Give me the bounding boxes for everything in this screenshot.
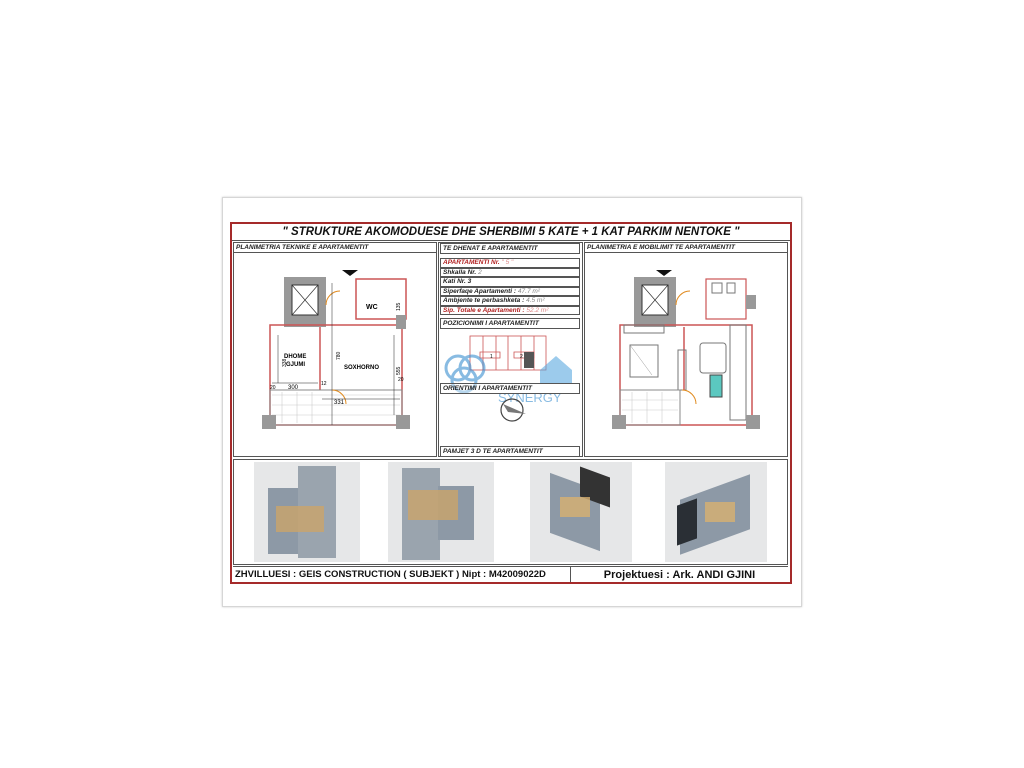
- floor-row: Kati Nr. 3: [440, 277, 580, 287]
- 3d-render-top-view-1: [254, 462, 360, 562]
- designer-info: Projektuesi : Ark. ANDI GJINI: [571, 566, 788, 582]
- drawing-frame: [230, 222, 792, 584]
- dim-label: 555: [396, 366, 402, 375]
- furniture-plan-header: PLANIMETRIA E MOBILIMIT TE APARTAMENTIT: [585, 243, 787, 253]
- unit-label: 2: [520, 354, 523, 360]
- technical-plan-panel: [233, 242, 437, 457]
- 3d-views-strip: [233, 459, 788, 565]
- dim-label: 20: [398, 377, 404, 383]
- dim-label: 300: [288, 385, 299, 391]
- area-row: Siperfaqe Apartamenti : 47.7 m²: [440, 286, 580, 296]
- room-label-bedroom-2: GJUMI: [286, 362, 305, 368]
- room-label-living: SOXHORNO: [344, 365, 379, 371]
- developer-info: ZHVILLUESI : GEIS CONSTRUCTION ( SUBJEKT…: [233, 566, 571, 582]
- total-area-row: Sip. Totale e Apartamenti : 52.2 m²: [440, 305, 580, 315]
- 3d-render-top-view-2: [388, 462, 494, 562]
- furniture-floor-plan: [612, 270, 760, 429]
- compass-icon: [500, 398, 526, 422]
- position-header: POZICIONIMI I APARTAMENTIT: [440, 318, 580, 329]
- dim-label: 20: [270, 385, 276, 391]
- dim-label: 780: [336, 351, 342, 360]
- 3d-views-header: PAMJET 3 D TE APARTAMENTIT: [440, 446, 580, 457]
- unit-label: 1: [490, 354, 493, 360]
- stair-row: Shkalla Nr. 2: [440, 267, 580, 277]
- dim-label: 338: [282, 358, 288, 367]
- dim-label: 12: [321, 381, 327, 387]
- room-label-wc: WC: [366, 304, 378, 311]
- technical-plan-header: PLANIMETRIA TEKNIKE E APARTAMENTIT: [234, 243, 436, 253]
- technical-floor-plan: WC DHOME GJUMI SOXHORNO 300 331 20 20 12…: [262, 270, 410, 429]
- common-area-row: Ambjente te perbashketa : 4.5 m²: [440, 296, 580, 306]
- project-title: " STRUKTURE AKOMODUESE DHE SHERBIMI 5 KA…: [232, 224, 790, 241]
- apartment-data-header: TE DHENAT E APARTAMENTIT: [440, 243, 580, 254]
- furniture-plan-panel: [584, 242, 788, 457]
- synergy-watermark-logo: SYNERGY: [444, 354, 572, 405]
- room-label-bedroom: DHOME: [284, 354, 306, 360]
- 3d-render-perspective-2: [665, 462, 767, 562]
- apartment-number-row: APARTAMENTI Nr. " 5 ": [440, 258, 580, 268]
- orientation-header: ORIENTIMI I APARTAMENTIT: [440, 383, 580, 394]
- 3d-render-perspective-1: [530, 462, 632, 562]
- dim-label: 135: [396, 302, 402, 311]
- dim-label: 331: [334, 400, 345, 406]
